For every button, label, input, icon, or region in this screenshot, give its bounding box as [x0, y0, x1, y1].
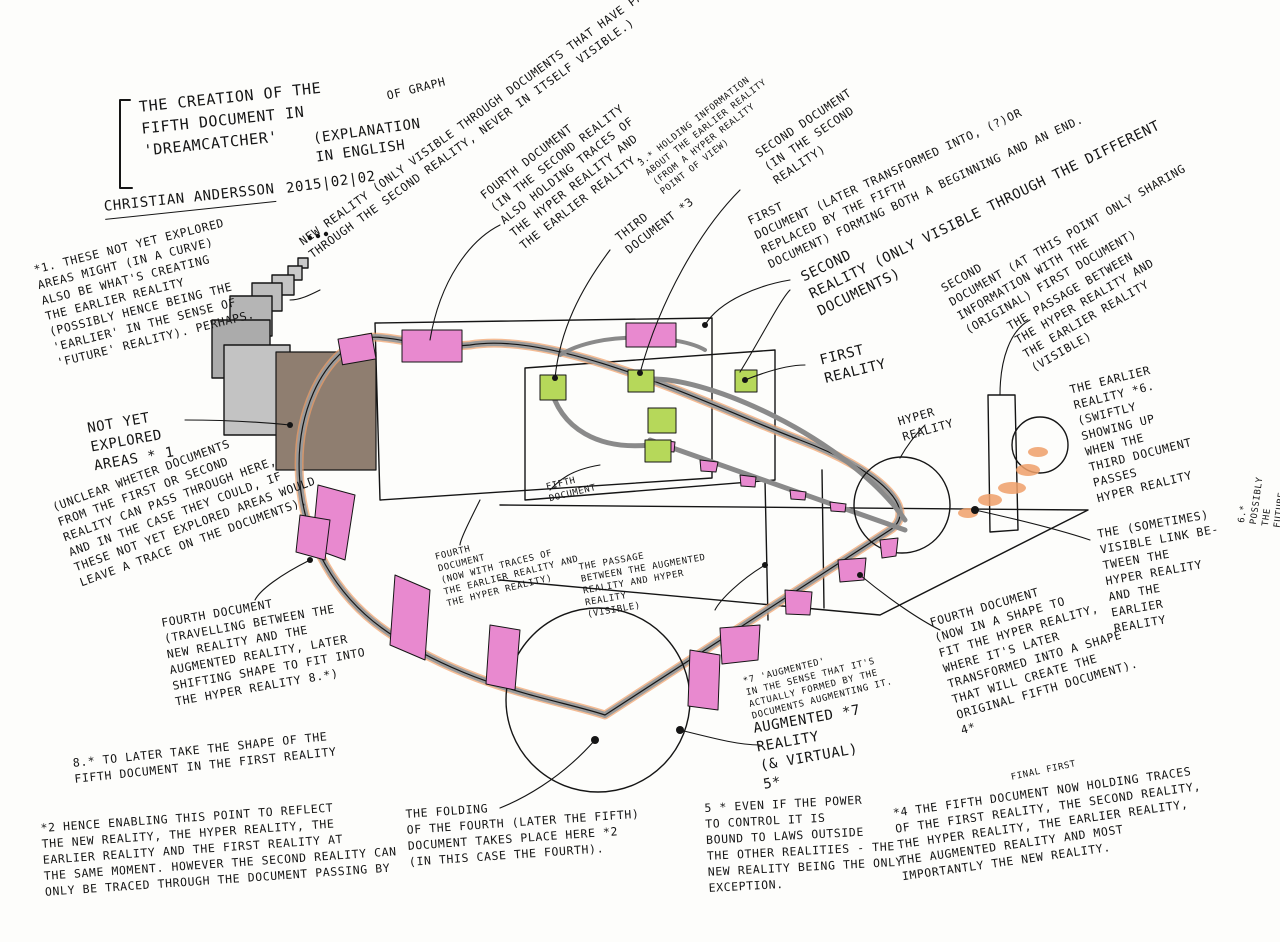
magenta-documents [295, 322, 899, 711]
unexplored-area-panels [211, 231, 377, 471]
lime-documents [539, 369, 758, 463]
ground-plane [499, 504, 1089, 616]
first-reality-panel [524, 349, 776, 501]
arc-first-to-hyper [637, 376, 908, 523]
passage-frame-augmented-hyper [764, 469, 825, 621]
leader-dots [287, 322, 979, 744]
passage-frame-hyper-earlier [987, 394, 1019, 533]
second-reality-panel [374, 317, 713, 501]
orange-traces [958, 447, 1048, 518]
hyper-reality-circle [853, 456, 951, 554]
arc-fourth-loop [647, 437, 908, 533]
earlier-reality-circle [1011, 416, 1069, 474]
note-5: 5 * EVEN IF THE POWER TO CONTROL IT IS B… [704, 792, 904, 895]
leader-lines [184, 189, 1091, 809]
title-bracket [119, 99, 133, 189]
